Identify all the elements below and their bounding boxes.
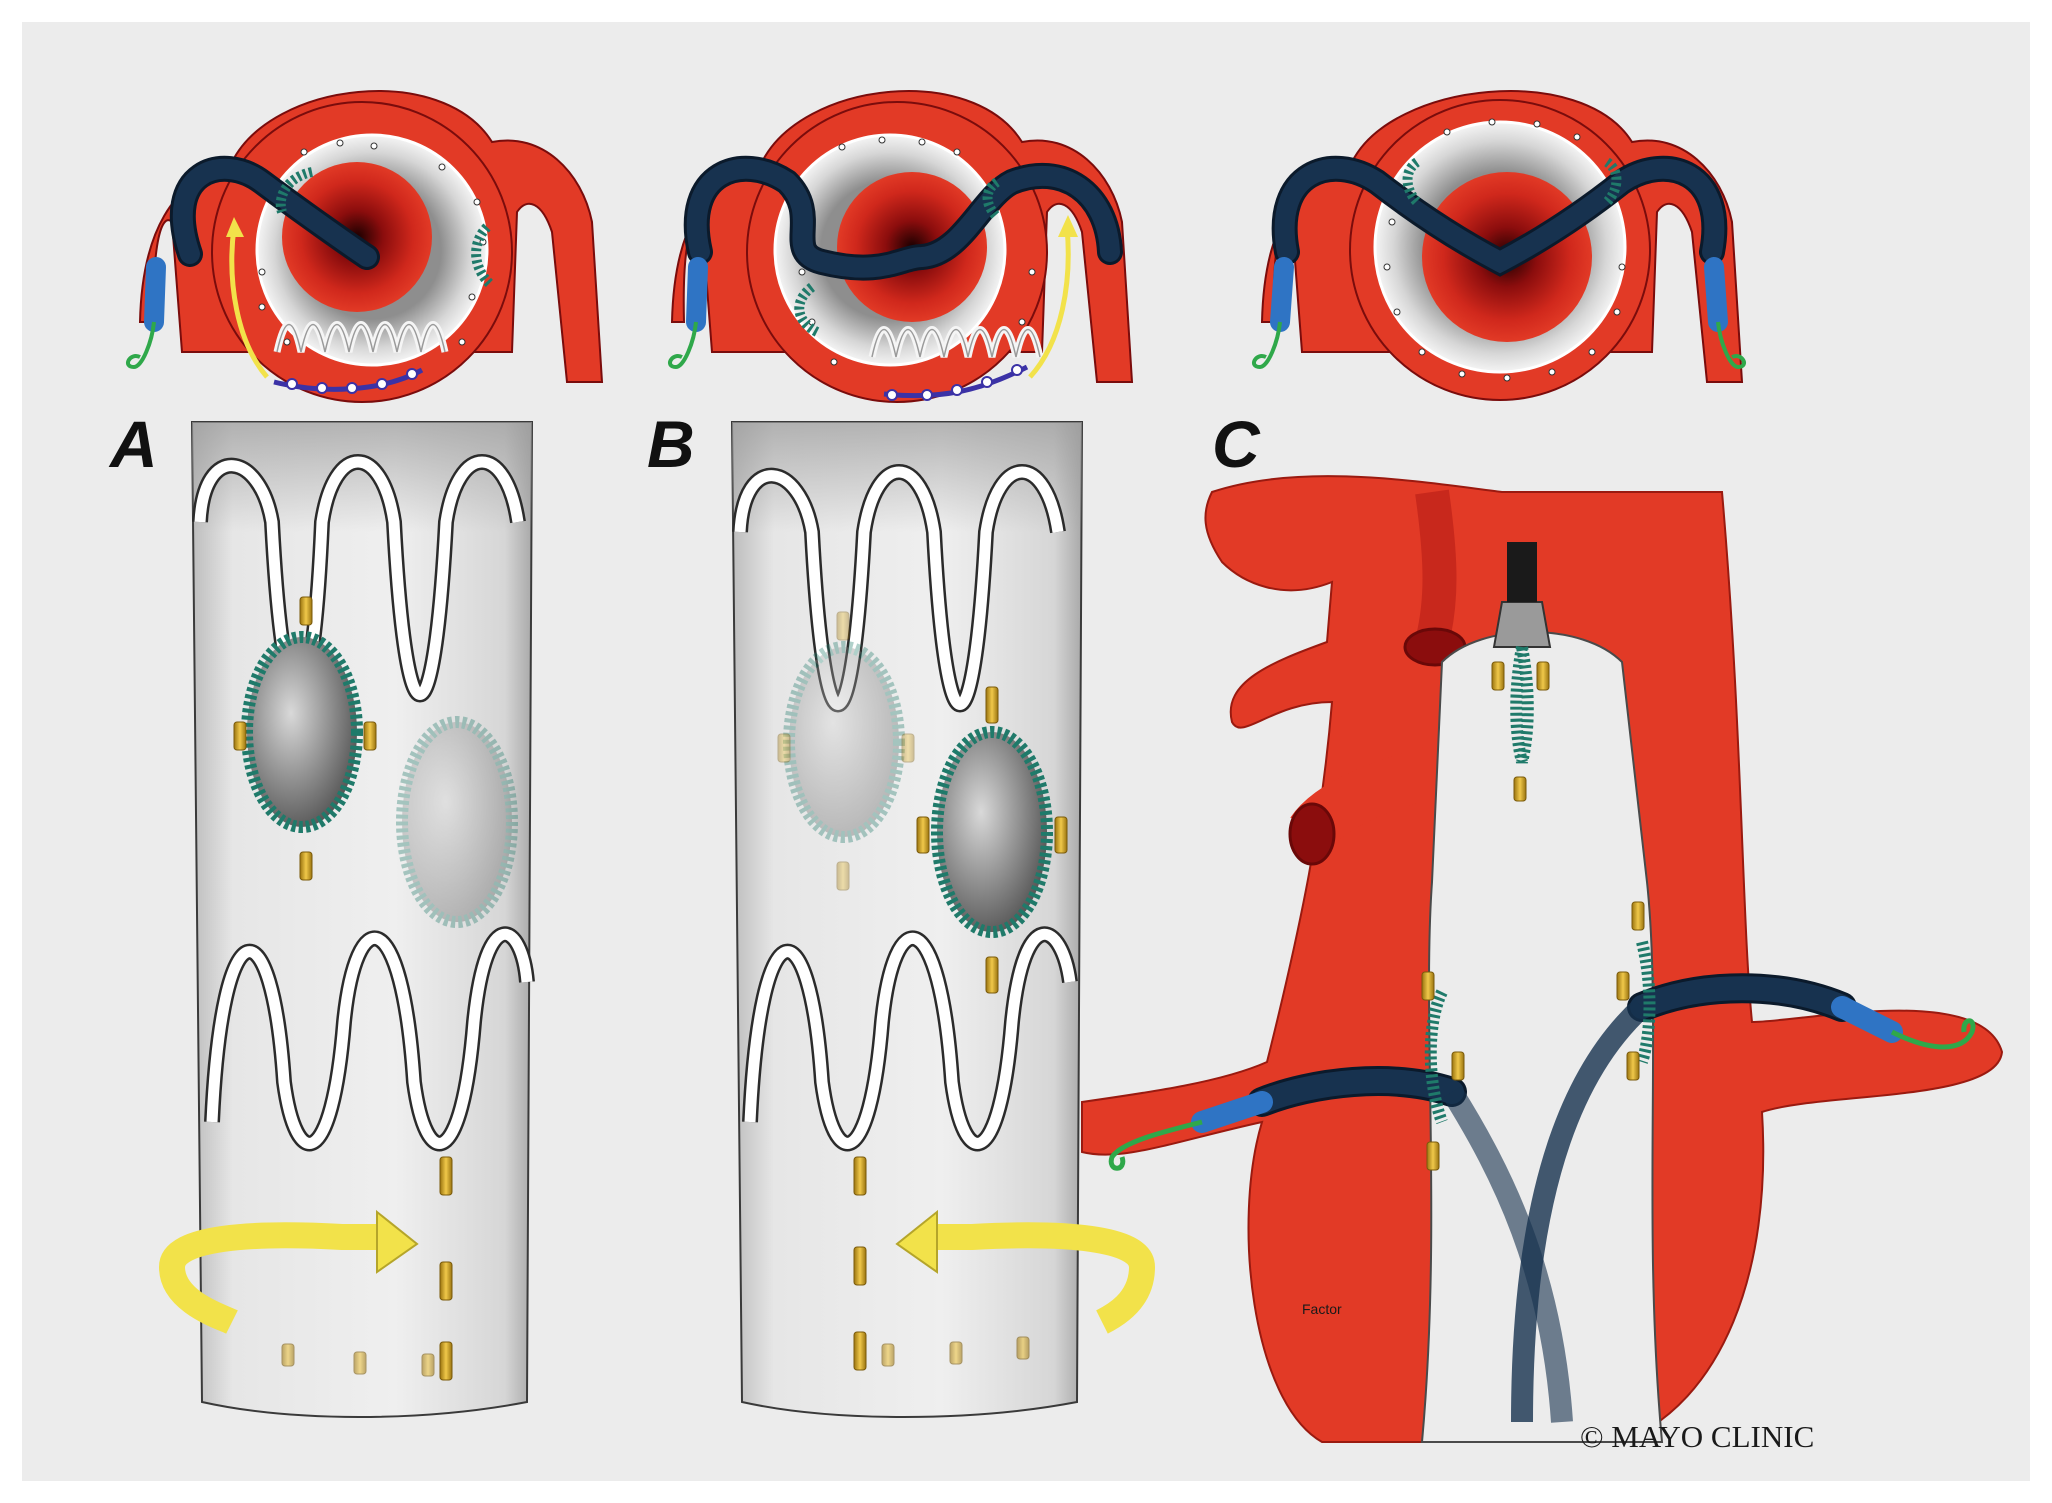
fenestration-rear-b <box>783 641 905 843</box>
fenestration-rear <box>396 716 518 928</box>
panel-a-cross-section <box>126 90 604 403</box>
panel-a-stent-graft <box>159 421 535 1418</box>
panel-label-a: A <box>108 407 158 481</box>
radiopaque-markers-c <box>1421 661 1645 1171</box>
copyright-notice: © MAYO CLINIC <box>1580 1419 1814 1454</box>
panel-b-stent-graft <box>730 421 1155 1418</box>
panel-label-c: C <box>1212 407 1261 481</box>
fenestration-front <box>241 631 363 833</box>
panel-c-deployed-graft: Factor <box>1081 475 2004 1443</box>
panel-b-cross-section <box>668 90 1134 403</box>
medical-illustration: A B C <box>22 22 2030 1481</box>
illustration-canvas: A B C <box>108 90 2004 1454</box>
radiopaque-markers <box>233 596 453 1381</box>
branch-vessel-middle <box>1288 746 1439 866</box>
panel-c-cross-section <box>1252 90 1746 401</box>
stent-ring-upper <box>192 454 526 703</box>
stent-ring-lower <box>204 926 535 1152</box>
rotation-arrow-b <box>895 1209 1155 1334</box>
stent-ring-upper-b <box>732 464 1066 713</box>
fenestration-front-b <box>931 726 1053 938</box>
radiopaque-markers-b <box>777 611 1068 1371</box>
panel-label-b: B <box>647 407 695 481</box>
stent-ring-lower-b <box>742 926 1078 1152</box>
artist-signature: Factor <box>1302 1301 1342 1317</box>
rotation-arrow-a <box>159 1209 419 1334</box>
